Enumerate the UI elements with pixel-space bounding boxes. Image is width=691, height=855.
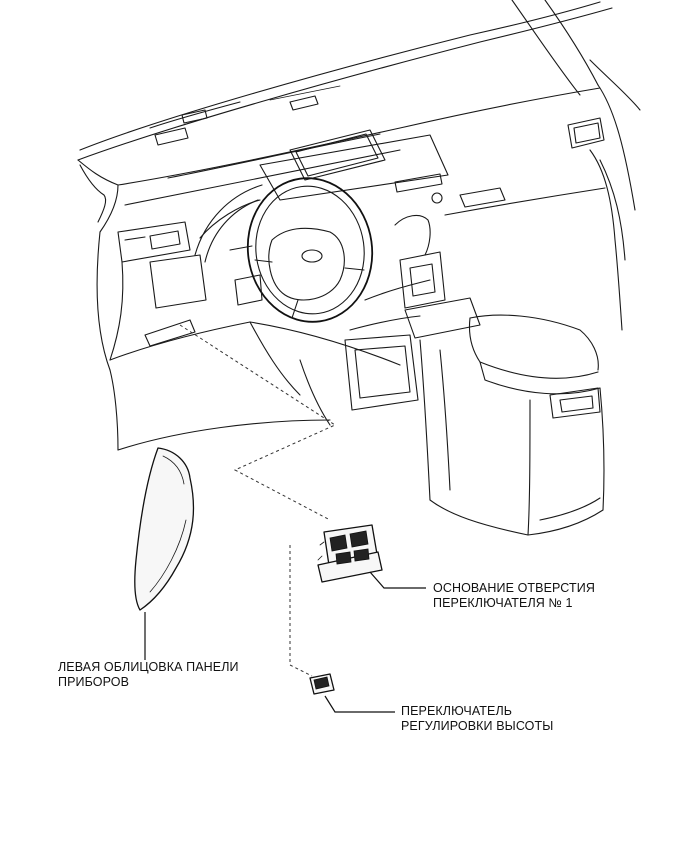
left-dashboard [96,221,251,451]
steering-wheel [199,177,374,323]
label-height-switch-line2: РЕГУЛИРОВКИ ВЫСОТЫ [401,719,554,733]
right-vent [444,117,626,331]
label-left-panel-trim: ЛЕВАЯ ОБЛИЦОВКА ПАНЕЛИ ПРИБОРОВ [58,660,239,690]
center-display [259,129,449,204]
callout-dashes [179,324,337,677]
label-left-panel-line1: ЛЕВАЯ ОБЛИЦОВКА ПАНЕЛИ [58,660,239,674]
dashboard-top [77,85,601,233]
windshield-outline [77,0,641,211]
label-switch-base: ОСНОВАНИЕ ОТВЕРСТИЯ ПЕРЕКЛЮЧАТЕЛЯ № 1 [433,581,595,611]
height-switch-part [309,673,335,695]
leader-lines [144,571,426,713]
label-switch-base-line2: ПЕРЕКЛЮЧАТЕЛЯ № 1 [433,596,573,610]
label-switch-base-line1: ОСНОВАНИЕ ОТВЕРСТИЯ [433,581,595,595]
instrument-cluster [194,184,263,306]
left-trim-part [134,447,195,611]
label-height-switch: ПЕРЕКЛЮЧАТЕЛЬ РЕГУЛИРОВКИ ВЫСОТЫ [401,704,553,734]
label-left-panel-line2: ПРИБОРОВ [58,675,130,689]
label-height-switch-line1: ПЕРЕКЛЮЧАТЕЛЬ [401,704,513,718]
switch-base-part [317,524,383,583]
center-console [344,214,481,411]
armrest [468,314,605,536]
console-side [117,321,529,536]
